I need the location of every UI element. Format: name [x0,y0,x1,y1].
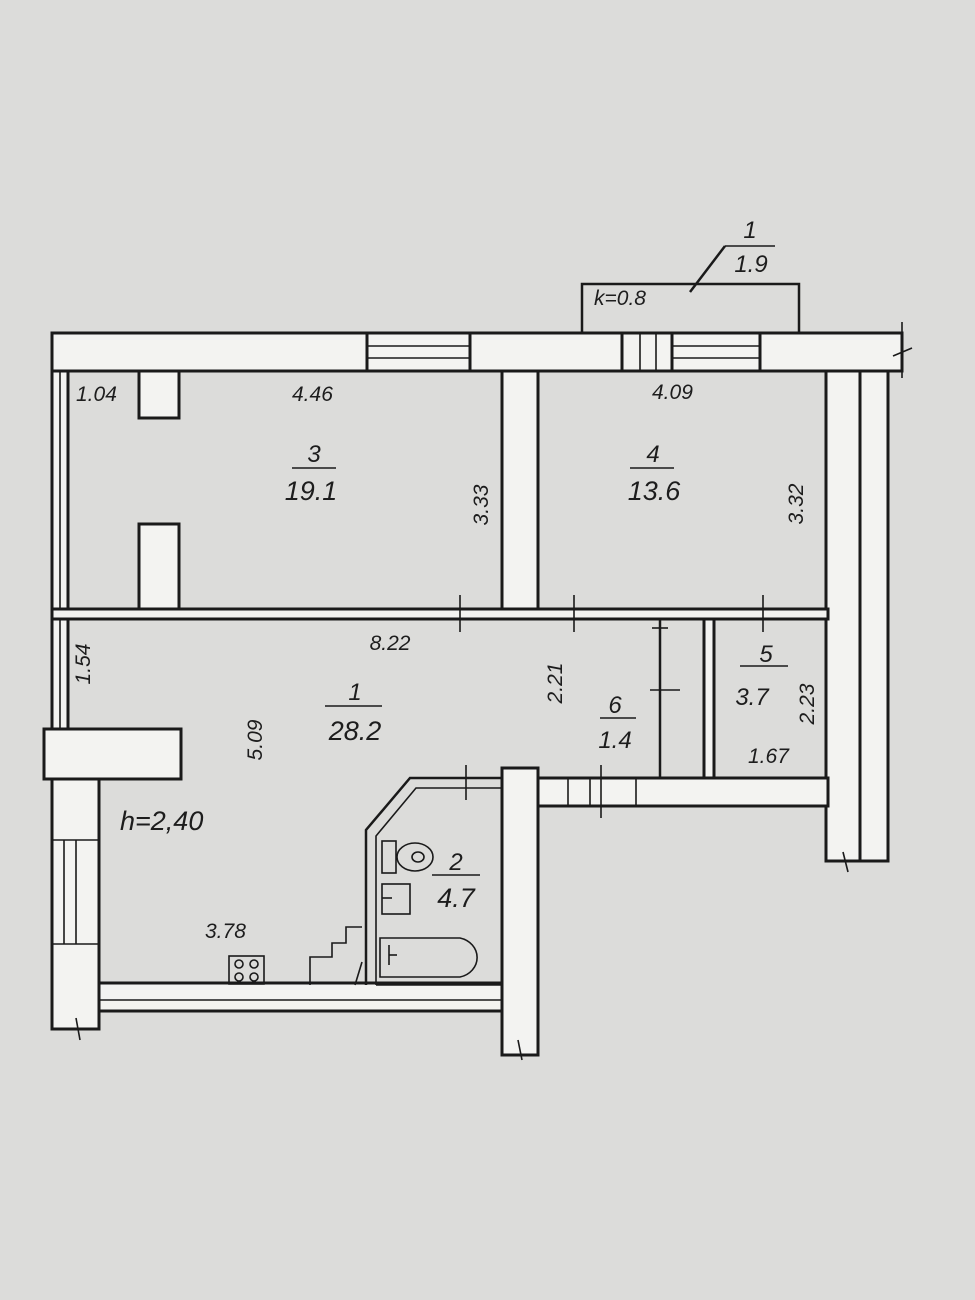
room-6-area: 1.4 [598,727,631,754]
dim-3-32: 3.32 [785,483,808,524]
dim-8-22: 8.22 [370,632,411,655]
room-1-area: 28.2 [328,716,382,746]
right-wall [824,369,862,863]
bottom-wall [97,981,504,1013]
dim-1-04: 1.04 [76,383,117,406]
door-balcony [620,331,674,373]
toilet-icon [381,840,397,874]
room-4-area: 13.6 [628,476,682,506]
room-5-area: 3.7 [735,684,770,711]
room-5-number: 5 [759,641,773,668]
wall-under-pantry [536,776,830,808]
balcony-coefficient: k=0.8 [594,287,646,310]
room-6-number: 6 [608,692,622,719]
bathroom-wall [364,776,502,985]
left-wall-lower-block [42,727,183,781]
wall-3-4 [500,369,540,618]
dim-3-78: 3.78 [205,920,246,943]
dim-1-54: 1.54 [72,644,95,685]
dim-3-33: 3.33 [470,484,493,525]
kitchen-counter [309,926,362,985]
top-wall-right [758,331,904,373]
room-2-number: 2 [448,849,462,876]
balcony-number: 1 [743,217,756,244]
room-1-number: 1 [348,679,361,706]
sink-icon [381,883,411,915]
room-4-number: 4 [646,441,659,468]
top-wall-left [50,331,369,373]
window-room-4 [670,331,762,373]
room-2-area: 4.7 [437,883,476,913]
window-room-3 [365,331,472,373]
top-wall-mid [468,331,624,373]
dim-4-09: 4.09 [652,381,693,404]
dim-4-46: 4.46 [292,383,333,406]
pillar-top [137,369,181,420]
bathroom-right-wall [500,766,540,1057]
pillar-mid [137,522,181,614]
dim-2-21: 2.21 [544,663,567,705]
room-3-number: 3 [307,441,321,468]
stove-icon [228,955,265,985]
balcony-area: 1.9 [734,251,767,278]
bathtub-icon [379,937,478,978]
ceiling-height: h=2,40 [120,806,203,836]
balcony-leader [689,245,726,293]
dim-2-23: 2.23 [796,683,819,725]
dim-5-09: 5.09 [244,719,267,760]
partition-horizontal [50,607,830,621]
wall-5-6 [702,617,716,780]
dim-1-67: 1.67 [748,745,790,768]
right-wall-outer [858,369,890,863]
room-3-area: 19.1 [285,476,338,506]
